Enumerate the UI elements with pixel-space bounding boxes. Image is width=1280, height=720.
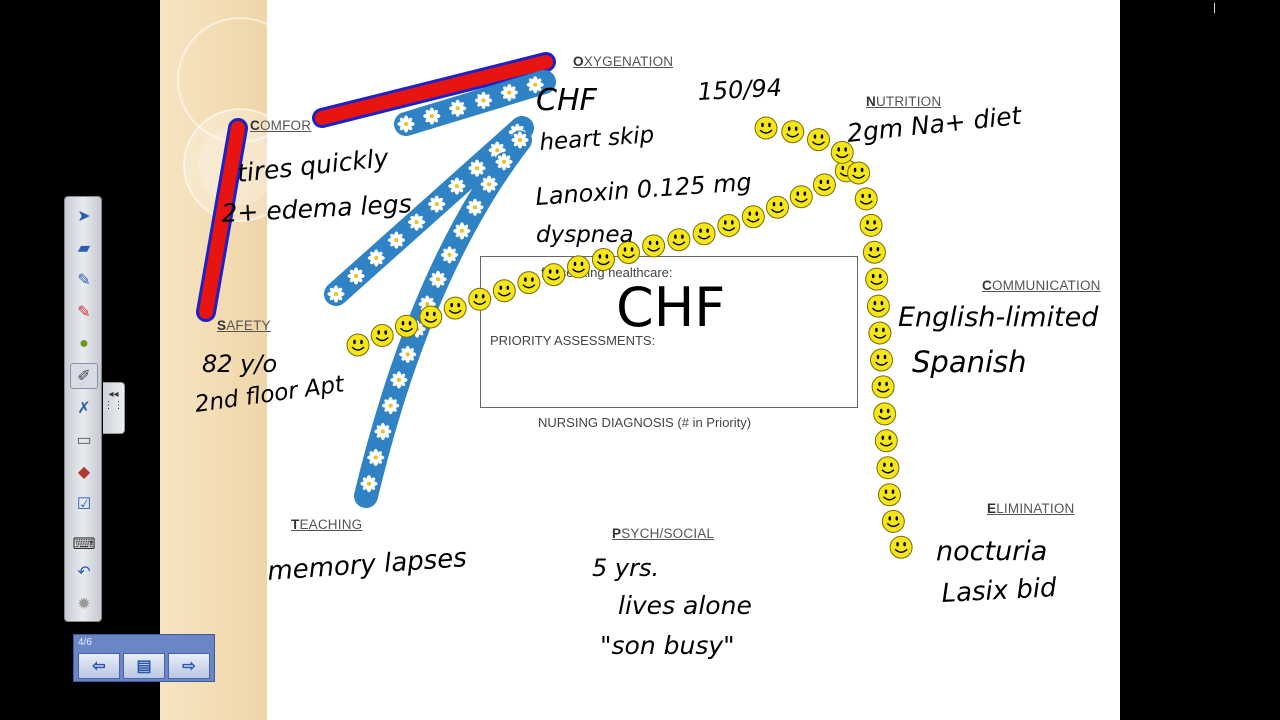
label-safety: SAFETY (217, 318, 271, 333)
label-psych-social: PSYCH/SOCIAL (612, 526, 715, 541)
shapes-icon[interactable]: ▰ (77, 240, 91, 257)
arrow-left-icon: ⇦ (92, 658, 106, 675)
highlighter-icon[interactable]: ● (79, 335, 89, 352)
label-elimination: ELIMINATION (987, 501, 1075, 516)
nursing-diagnosis-label: NURSING DIAGNOSIS (# in Priority) (538, 415, 752, 430)
label-comfort: COMFOR (250, 118, 312, 133)
reason-label: for seeking healthcare: (541, 265, 673, 280)
annotation-toolbar: ➤ ▰ ✎ ✎ ● ✐ ✗ ▭ ◆ ☑ ⌨ ↶ ✹ (64, 196, 102, 622)
settings-icon[interactable]: ✹ (77, 596, 91, 613)
eraser-icon[interactable]: ▭ (76, 432, 92, 449)
next-page-button[interactable]: ⇨ (168, 653, 210, 679)
creative-pen-icon[interactable]: ✐ (70, 363, 98, 389)
label-oxygenation: OXYGENATION (573, 54, 674, 69)
reason-box: for seeking healthcare: PRIORITY ASSESSM… (480, 256, 858, 408)
undo-icon[interactable]: ↶ (77, 564, 91, 581)
pen-icon[interactable]: ✎ (77, 272, 91, 289)
priority-assessments-label: PRIORITY ASSESSMENTS: (490, 333, 656, 348)
toolbar-collapse-handle[interactable]: ◂◂⋮⋮ (103, 382, 125, 434)
window-edge-mark (1214, 3, 1215, 13)
select-arrow-icon[interactable]: ➤ (77, 208, 91, 225)
arrow-right-icon: ⇨ (182, 658, 196, 675)
magic-pen-icon[interactable]: ✗ (77, 400, 91, 417)
page-navigator: 4/6 ⇦ ▤ ⇨ (73, 634, 215, 682)
pen-red-icon[interactable]: ✎ (77, 304, 91, 321)
keyboard-icon[interactable]: ⌨ (72, 536, 96, 553)
label-communication: COMMUNICATION (982, 278, 1101, 293)
label-nutrition: NUTRITION (866, 94, 942, 109)
text-icon[interactable]: ☑ (76, 496, 92, 513)
slide-side-decoration (160, 0, 267, 720)
fill-icon[interactable]: ◆ (77, 464, 91, 481)
previous-page-button[interactable]: ⇦ (78, 653, 120, 679)
menu-list-icon: ▤ (136, 658, 152, 675)
page-menu-button[interactable]: ▤ (123, 653, 165, 679)
page-indicator: 4/6 (78, 637, 92, 648)
slide-canvas: OXYGENATION COMFOR NUTRITION COMMUNICATI… (160, 0, 1120, 720)
label-teaching: TEACHING (291, 517, 363, 532)
